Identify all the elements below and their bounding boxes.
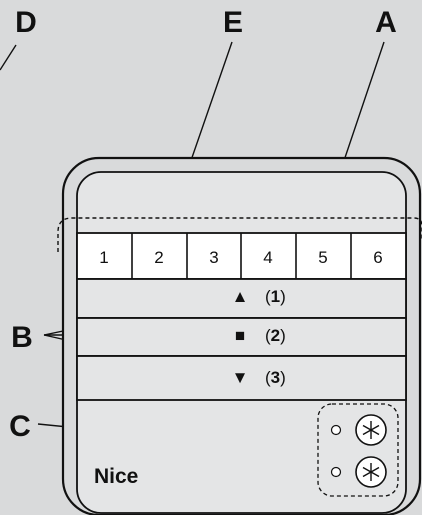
channel-cell-1[interactable]: 1 xyxy=(99,248,108,267)
leader-line-d xyxy=(0,44,17,71)
led-indicator-icon xyxy=(330,424,342,436)
up-arrow-icon: ▲ xyxy=(232,287,249,306)
stop-paren-close: ) xyxy=(280,326,286,345)
callout-b: B xyxy=(11,321,33,354)
callout-e: E xyxy=(223,6,243,39)
channel-cell-2[interactable]: 2 xyxy=(154,248,163,267)
down-paren-open: ( xyxy=(265,368,271,387)
callout-a: A xyxy=(375,6,397,39)
down-paren-close: ) xyxy=(280,368,286,387)
button-rows xyxy=(76,278,407,401)
down-button-number: 3 xyxy=(271,368,280,387)
brand-logo: Nice xyxy=(94,465,138,488)
channel-cell-5[interactable]: 5 xyxy=(318,248,327,267)
stop-button-label: (2) xyxy=(265,326,286,345)
snowflake-icon[interactable] xyxy=(355,456,387,488)
down-button[interactable] xyxy=(76,355,407,401)
up-paren-open: ( xyxy=(265,287,271,306)
led-indicator-icon xyxy=(330,466,342,478)
down-button-label: (3) xyxy=(265,368,286,387)
channel-cell-6[interactable]: 6 xyxy=(373,248,382,267)
callout-c: C xyxy=(9,410,31,443)
stop-square-icon: ■ xyxy=(235,326,245,345)
channel-cell-4[interactable]: 4 xyxy=(263,248,272,267)
led-group-outline xyxy=(317,403,399,497)
snowflake-icon[interactable] xyxy=(355,414,387,446)
channel-cell-3[interactable]: 3 xyxy=(209,248,218,267)
channel-strip: 1 2 3 4 5 6 xyxy=(76,232,407,280)
up-button-number: 1 xyxy=(271,287,280,306)
stop-button[interactable] xyxy=(76,317,407,357)
up-button-label: (1) xyxy=(265,287,286,306)
down-arrow-icon: ▼ xyxy=(232,368,249,387)
callout-d: D xyxy=(15,6,37,39)
up-button[interactable] xyxy=(76,278,407,319)
stop-button-number: 2 xyxy=(271,326,280,345)
stop-paren-open: ( xyxy=(265,326,271,345)
up-paren-close: ) xyxy=(280,287,286,306)
